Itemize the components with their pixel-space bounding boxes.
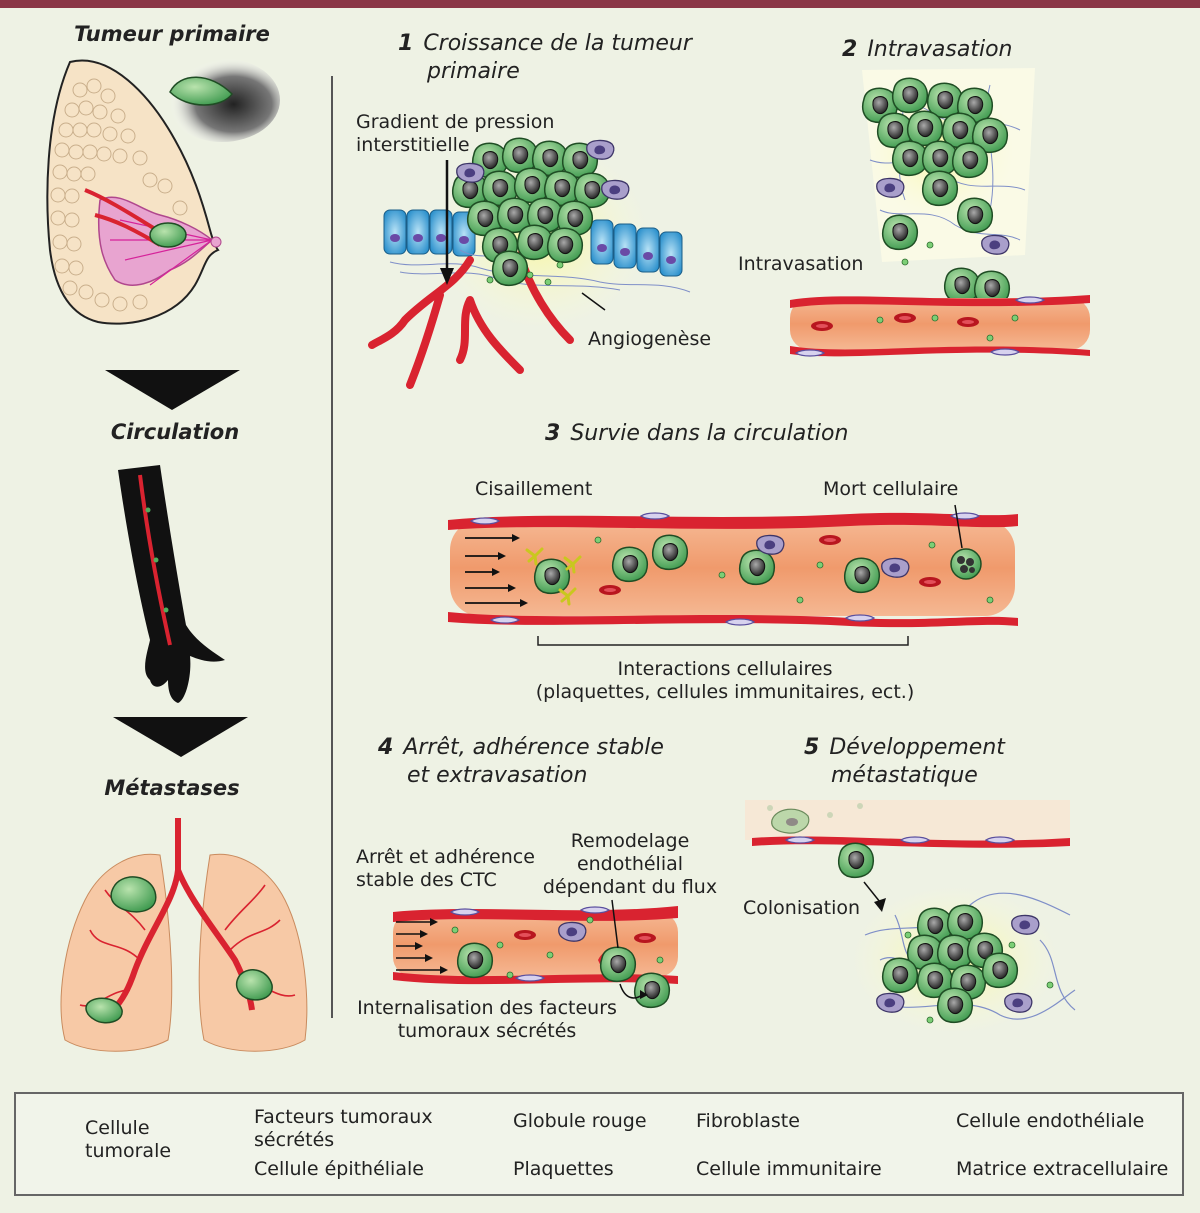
- panel-1-tumor-growth: [368, 137, 691, 389]
- step-2-number: 2: [842, 37, 858, 62]
- legend-tumor-cell-line2: tumorale: [85, 1140, 172, 1162]
- interactions-label-line1: Interactions cellulaires: [617, 658, 833, 680]
- step-4-title-line2: et extravasation: [407, 763, 588, 788]
- step-1-title-line1: Croissance de la tumeur: [423, 31, 692, 56]
- remodel-label-line3: dépendant du flux: [542, 876, 718, 898]
- step-5-heading: 5 Développement: [804, 734, 1005, 761]
- legend-endothelial: Cellule endothéliale: [956, 1110, 1145, 1132]
- remodel-label-line2: endothélial: [576, 853, 684, 875]
- step-1-title-line2: primaire: [427, 59, 520, 84]
- step-4-title-line1: Arrêt, adhérence stable: [403, 735, 664, 760]
- interactions-label-line2: (plaquettes, cellules immunitaires, ect.…: [535, 681, 915, 703]
- remodel-label-line1: Remodelage: [570, 830, 690, 852]
- step-3-number: 3: [545, 421, 561, 446]
- arm-illustration: [118, 465, 225, 703]
- circulation-label: Circulation: [110, 420, 240, 444]
- intravasation-label: Intravasation: [738, 253, 864, 275]
- step-4-number: 4: [378, 735, 394, 760]
- angiogenesis-label: Angiogenèse: [588, 328, 712, 350]
- step-3-title: Survie dans la circulation: [570, 421, 849, 446]
- legend-immune: Cellule immunitaire: [696, 1158, 882, 1180]
- colonisation-label: Colonisation: [743, 897, 861, 919]
- legend-tumor-cell-line1: Cellule: [85, 1117, 150, 1139]
- breast-illustration: [46, 59, 222, 325]
- arrow-down-icon: [113, 717, 248, 757]
- step-5-title-line2: métastatique: [831, 763, 978, 788]
- arrow-down-icon: [105, 370, 240, 410]
- step-5-title-line1: Développement: [829, 735, 1005, 760]
- step-1-heading: 1 Croissance de la tumeur: [398, 30, 692, 57]
- internalisation-label-line1: Internalisation des facteurs: [357, 997, 617, 1019]
- arrest-label-line1: Arrêt et adhérence: [356, 846, 535, 868]
- legend-factors-line2: sécrétés: [254, 1129, 335, 1151]
- step-4-heading: 4 Arrêt, adhérence stable: [378, 734, 664, 761]
- step-3-heading: 3 Survie dans la circulation: [545, 420, 848, 447]
- legend-ecm: Matrice extracellulaire: [956, 1158, 1169, 1180]
- shear-label: Cisaillement: [475, 478, 593, 500]
- column-divider: [331, 76, 333, 1018]
- internalisation-label-line2: tumoraux sécrétés: [397, 1020, 577, 1042]
- cell-death-label: Mort cellulaire: [823, 478, 959, 500]
- header-bar: [0, 0, 1200, 8]
- panel-4-arrest-extravasation: [393, 899, 678, 1009]
- metastases-label: Métastases: [104, 776, 240, 800]
- step-1-number: 1: [398, 31, 414, 56]
- legend-platelets: Plaquettes: [513, 1158, 614, 1180]
- step-2-heading: 2 Intravasation: [842, 36, 1012, 63]
- step-2-title: Intravasation: [867, 37, 1013, 62]
- lungs-illustration: [60, 818, 308, 1052]
- panel-5-metastatic-development: [745, 800, 1076, 1035]
- legend-factors-line1: Facteurs tumoraux: [254, 1106, 433, 1128]
- legend-fibroblast: Fibroblaste: [696, 1110, 800, 1132]
- panel-2-intravasation: [790, 68, 1090, 357]
- legend-box: Cellule tumorale Facteurs tumoraux sécré…: [14, 1092, 1184, 1196]
- step-5-number: 5: [804, 735, 820, 760]
- arrest-label-line2: stable des CTC: [356, 869, 497, 891]
- panel-3-circulation-survival: [448, 504, 1018, 646]
- primary-tumor-inset: [164, 58, 280, 142]
- legend-epithelial: Cellule épithéliale: [254, 1158, 424, 1180]
- primary-tumor-label: Tumeur primaire: [74, 22, 270, 46]
- pressure-gradient-label-line2: interstitielle: [356, 134, 470, 156]
- legend-rbc: Globule rouge: [513, 1110, 647, 1132]
- pressure-gradient-label-line1: Gradient de pression: [356, 111, 555, 133]
